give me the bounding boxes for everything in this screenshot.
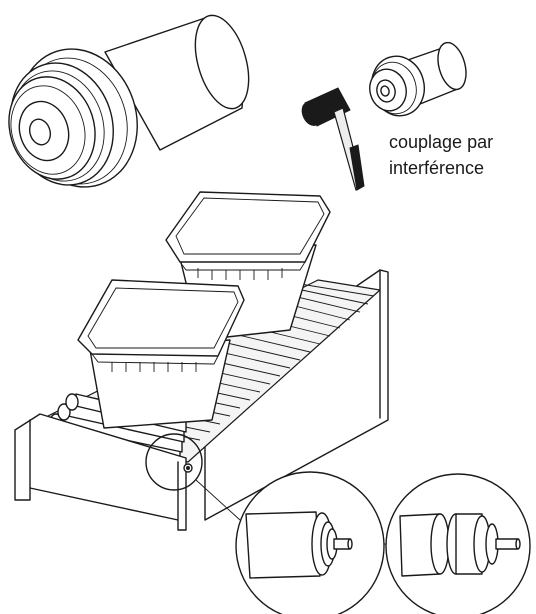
detail-callout [145, 433, 241, 521]
detail-view-assembled [235, 471, 385, 614]
caption-line-1: couplage par [389, 132, 493, 152]
detail-view-exploded [385, 473, 531, 614]
small-roller-assembly [369, 41, 467, 117]
front-crate [77, 279, 245, 429]
hammer-icon [301, 87, 365, 191]
large-roller-assembly [8, 14, 250, 188]
caption-line-2: interférence [389, 158, 484, 178]
